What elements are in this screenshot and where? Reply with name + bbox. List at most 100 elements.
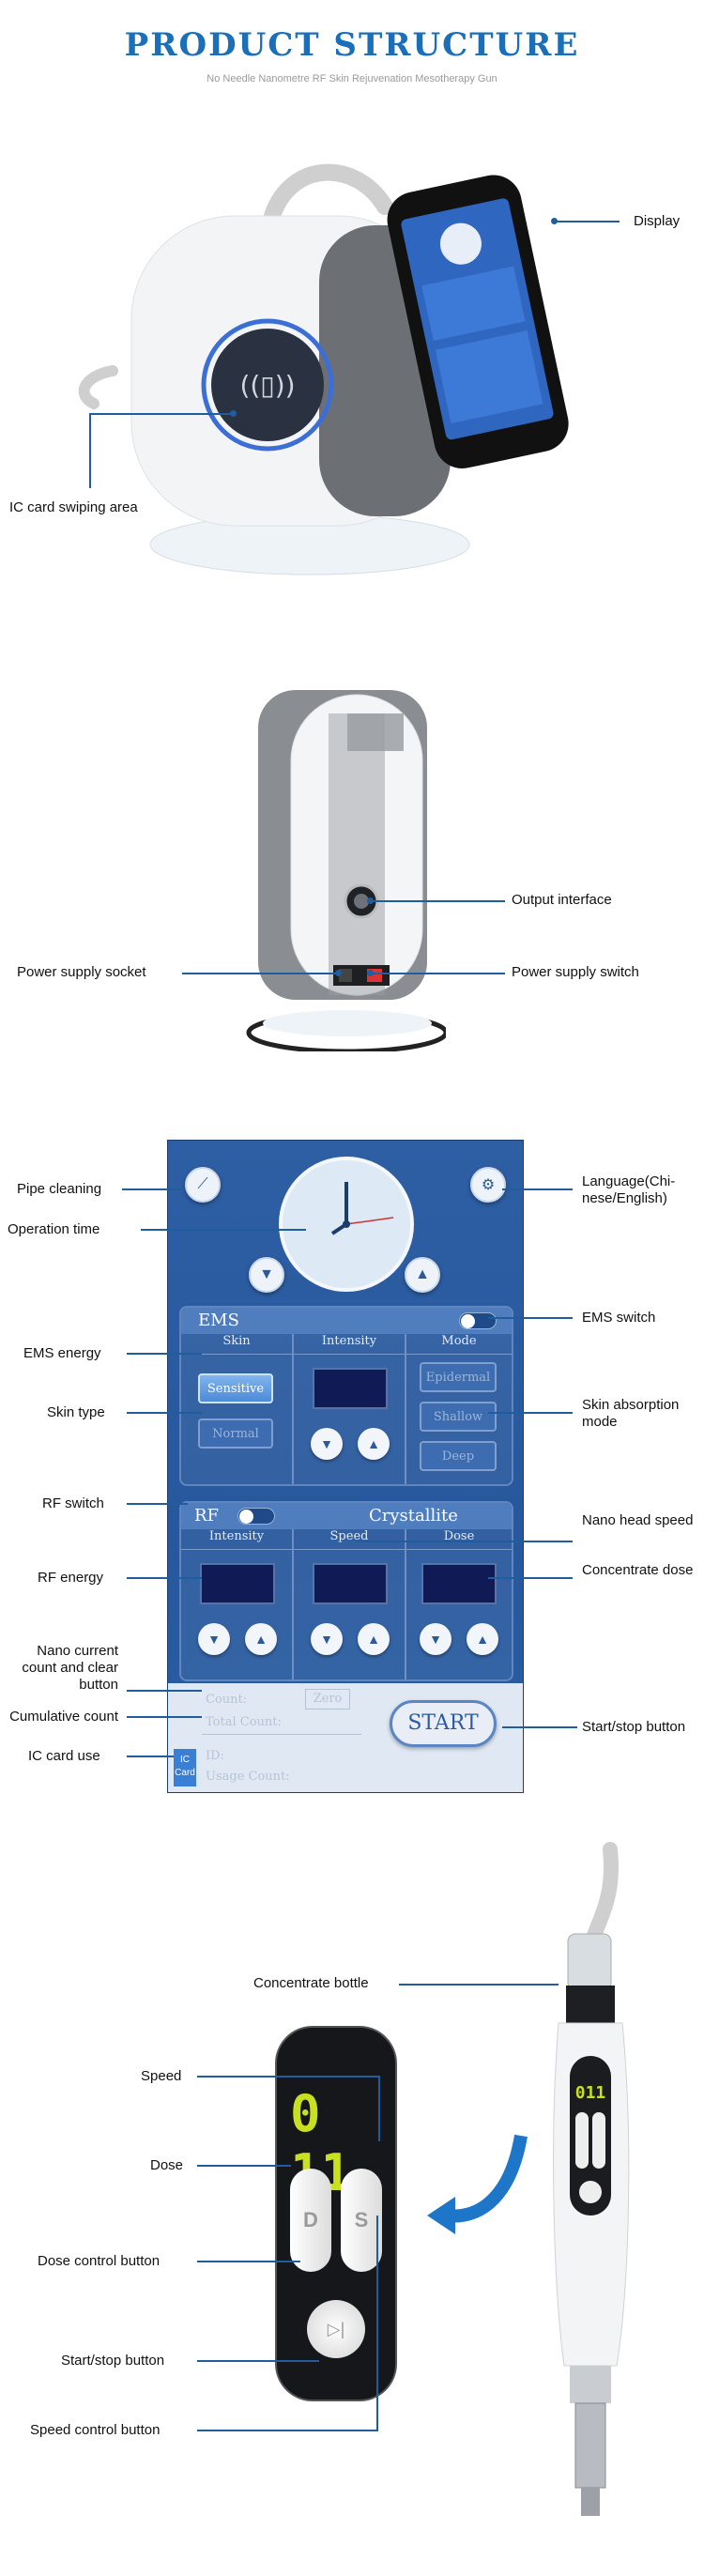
skin-type-leader-line [127, 1412, 202, 1414]
ems-intensity-display [313, 1368, 388, 1409]
total-count-label: Total Count: [206, 1715, 282, 1729]
rf-energy-display [200, 1563, 275, 1604]
speed-control-leader-line-h [197, 2430, 378, 2431]
ems-energy-label: EMS energy [23, 1345, 101, 1361]
ic-card-leader-line-v [89, 413, 91, 488]
rf-energy-leader-line [127, 1577, 202, 1579]
language-leader-line [502, 1188, 573, 1190]
operation-time-label: Operation time [8, 1221, 100, 1237]
dose-column-header: Dose [406, 1529, 512, 1550]
rf-divider-2 [405, 1529, 406, 1679]
skin-absorption-label: Skin absorption mode [582, 1397, 680, 1430]
ems-intensity-down-button[interactable]: ▼ [311, 1428, 343, 1460]
concentrate-bottle-leader-line [399, 1984, 559, 1986]
time-up-button[interactable]: ▲ [405, 1257, 440, 1293]
dose-control-button[interactable]: D [290, 2169, 331, 2272]
ic-card-leader-line-h [89, 413, 232, 415]
start-stop-label: Start/stop button [582, 1719, 686, 1735]
ems-switch[interactable] [459, 1312, 497, 1329]
curved-arrow-icon [427, 2134, 528, 2234]
language-button[interactable]: ⚙ [470, 1167, 506, 1203]
count-label: Count: [206, 1693, 248, 1707]
output-interface-label: Output interface [512, 892, 612, 908]
rf-switch-label: RF switch [42, 1495, 104, 1511]
zero-button[interactable]: Zero [305, 1689, 350, 1710]
speed-leader-line-v [378, 2076, 380, 2141]
switch-leader-line [370, 973, 505, 974]
concentrate-dose-leader-line [488, 1577, 573, 1579]
speed-display [313, 1563, 388, 1604]
skin-type-label: Skin type [47, 1404, 105, 1420]
rf-switch-leader-line [127, 1503, 188, 1505]
mode-shallow-button[interactable]: Shallow [420, 1402, 497, 1432]
ic-card-use-leader-line [127, 1756, 174, 1757]
dose-down-button[interactable]: ▼ [420, 1623, 451, 1655]
rf-crystallite-section: RF Crystallite Intensity Speed Dose ▼ ▲ … [179, 1501, 513, 1681]
speed-label: Speed [141, 2068, 182, 2084]
mode-epidermal-button[interactable]: Epidermal [420, 1362, 497, 1392]
intensity-column-header: Intensity [294, 1334, 405, 1355]
start-stop-icon: ▷| [327, 2319, 345, 2338]
ems-divider-2 [405, 1334, 406, 1484]
speed-control-label: Speed control button [30, 2422, 161, 2438]
ic-card-pointer-dot [230, 410, 237, 417]
operation-time-clock-icon [279, 1157, 414, 1292]
id-label: ID: [206, 1749, 224, 1763]
speed-up-button[interactable]: ▲ [358, 1623, 390, 1655]
mode-deep-button[interactable]: Deep [420, 1441, 497, 1471]
dose-label: Dose [150, 2157, 184, 2173]
skin-column-header: Skin [181, 1334, 292, 1355]
rf-down-button[interactable]: ▼ [198, 1623, 230, 1655]
small-display-digits: 011 [575, 2083, 606, 2103]
page-subtitle: No Needle Nanometre RF Skin Rejuvenation… [207, 73, 497, 84]
dose-control-leader-line [197, 2261, 300, 2262]
start-stop-button[interactable]: ▷| [307, 2300, 365, 2358]
start-button[interactable]: START [390, 1700, 497, 1747]
cumulative-count-leader-line [127, 1716, 202, 1718]
ems-section: EMS Skin Intensity Mode Sensitive Normal… [179, 1306, 513, 1486]
dose-up-button[interactable]: ▲ [467, 1623, 498, 1655]
skin-normal-button[interactable]: Normal [198, 1418, 273, 1449]
ems-switch-leader-line [488, 1317, 573, 1319]
time-down-button[interactable]: ▼ [249, 1257, 284, 1293]
display-label: Display [634, 213, 681, 229]
speed-column-header: Speed [294, 1529, 405, 1550]
power-switch-label: Power supply switch [512, 964, 639, 980]
skin-sensitive-button[interactable]: Sensitive [198, 1373, 273, 1403]
main-device-image: ((▯)) [78, 163, 569, 575]
start-stop-leader-line [502, 1726, 577, 1728]
mode-column-header: Mode [406, 1334, 512, 1355]
usage-count-label: Usage Count: [206, 1770, 290, 1784]
skin-absorption-leader-line [488, 1412, 573, 1414]
rf-intensity-column-header: Intensity [181, 1529, 292, 1550]
page-title: PRODUCT STRUCTURE [124, 26, 580, 64]
speed-down-button[interactable]: ▼ [311, 1623, 343, 1655]
speed-control-button[interactable]: S [341, 2169, 382, 2272]
ic-card-use-label: IC card use [28, 1748, 100, 1764]
rf-up-button[interactable]: ▲ [245, 1623, 277, 1655]
handpiece-image: 011 [553, 1842, 630, 2516]
cumulative-count-label: Cumulative count [9, 1709, 118, 1725]
start-stop-hand-label: Start/stop button [61, 2353, 165, 2369]
ic-card-area-label: IC card swiping area [9, 499, 138, 515]
dose-control-label: Dose control button [38, 2253, 161, 2269]
dose-display [421, 1563, 497, 1604]
display-leader-line [554, 221, 620, 222]
rf-switch[interactable] [237, 1508, 275, 1525]
speed-leader-line-h [197, 2076, 380, 2078]
nano-head-speed-leader-line [357, 1541, 573, 1542]
speed-control-leader-line-v [376, 2216, 378, 2431]
ems-header: EMS [181, 1308, 512, 1334]
ems-energy-leader-line [127, 1353, 202, 1355]
rf-divider-1 [292, 1529, 294, 1679]
power-socket-label: Power supply socket [17, 964, 146, 980]
crystallite-title: Crystallite [369, 1506, 458, 1526]
ems-intensity-up-button[interactable]: ▲ [358, 1428, 390, 1460]
svg-text:((▯)): ((▯)) [239, 370, 295, 401]
gear-icon: ⚙ [481, 1177, 496, 1193]
pipe-cleaning-button[interactable]: ⟋ [185, 1167, 221, 1203]
ems-switch-label: EMS switch [582, 1310, 656, 1326]
concentrate-dose-label: Concentrate dose [582, 1562, 694, 1578]
concentrate-bottle-label: Concentrate bottle [253, 1975, 369, 1991]
